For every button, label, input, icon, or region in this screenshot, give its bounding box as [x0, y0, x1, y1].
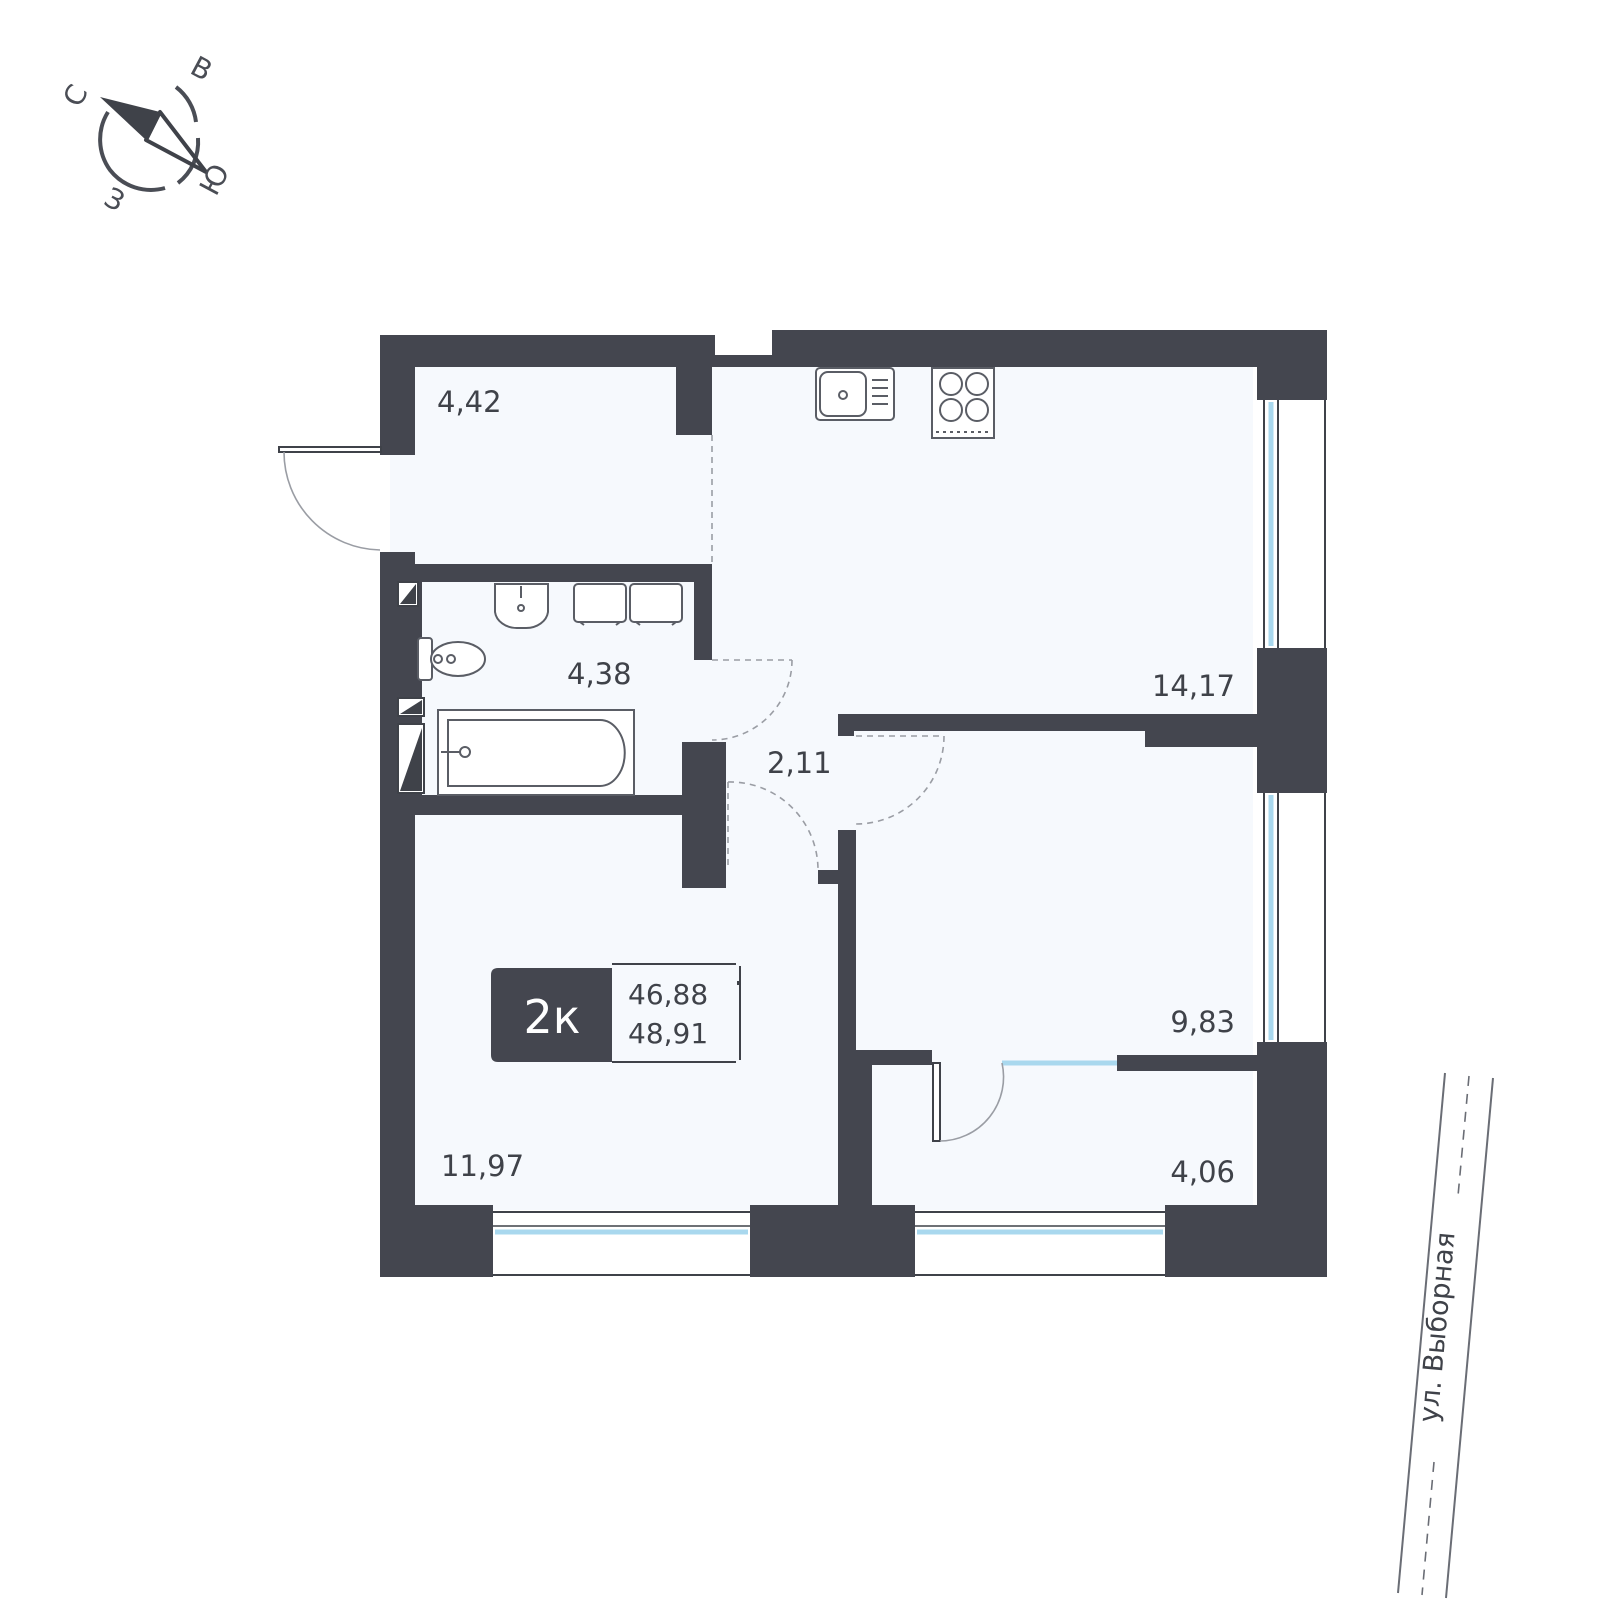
badge-total-area: 48,91: [628, 1017, 708, 1050]
bathroom-door-swing: [711, 659, 793, 741]
vent-icon: [400, 728, 422, 791]
stove-icon: [931, 367, 995, 439]
walls: [380, 330, 1327, 1277]
balcony-area-label: 4,06: [1170, 1155, 1235, 1189]
window-bottom-1: [493, 1210, 750, 1277]
compass-east-label: В: [185, 50, 217, 88]
bedroom-area-label: 9,83: [1170, 1005, 1235, 1039]
wall-bath-right-upper: [694, 564, 712, 660]
wall-left-top: [380, 335, 415, 455]
toilet-icon: [417, 637, 486, 681]
bathroom-area-label: 4,38: [567, 657, 632, 691]
wall-balcony-left: [856, 1050, 872, 1205]
washing-machine-icon: [573, 583, 627, 626]
compass-ring-right: [176, 137, 201, 185]
wall-bath-top: [380, 564, 712, 582]
wall-hall-stub: [676, 335, 712, 435]
living-room-door-swing: [727, 781, 819, 871]
street-edge-right: [1445, 1077, 1494, 1599]
bedroom-door-swing: [855, 735, 945, 825]
wall-top-left: [380, 335, 715, 367]
vent-icon: [400, 700, 422, 714]
wall-bedroom-top-thick: [1145, 714, 1258, 747]
entrance-door[interactable]: [278, 446, 382, 453]
wall-right-pier-1: [1257, 330, 1327, 400]
kitchen-sink-icon: [815, 367, 895, 421]
wall-bottom-pier-2: [750, 1205, 915, 1277]
wall-balcony-top-right: [1117, 1055, 1257, 1071]
corridor-area-label: 2,11: [767, 746, 832, 780]
wall-bedroom-nib: [818, 870, 856, 884]
kitchen-living-area-label: 14,17: [1152, 669, 1235, 703]
window-bottom-2: [915, 1210, 1165, 1277]
wall-bottom-pier-3: [1165, 1205, 1327, 1277]
street: ул. Выборная: [1397, 1072, 1494, 1599]
compass-needle-north-icon: [100, 97, 160, 140]
compass-west-label: З: [99, 181, 130, 219]
street-centerline-top: [1457, 1075, 1470, 1197]
wall-top-right: [772, 330, 1327, 367]
badge-living-area: 46,88: [628, 978, 708, 1011]
living-room-area-label: 11,97: [441, 1149, 524, 1183]
doors: [278, 435, 1005, 1142]
entrance-door-swing: [283, 451, 381, 551]
balcony-floor: [870, 1070, 1253, 1210]
dryer-icon: [629, 583, 683, 626]
apartment-badge: 2к 46,88 48,91: [491, 963, 741, 1063]
wall-bedroom-left: [838, 830, 856, 1205]
hallway-area-label: 4,42: [437, 385, 502, 419]
street-centerline-bottom: [1421, 1461, 1435, 1596]
compass-needle-south-icon: [144, 110, 208, 174]
balcony-door-swing: [939, 1062, 1005, 1142]
wall-top-mid: [715, 355, 772, 367]
bathtub-icon: [437, 709, 635, 796]
street-edge-left: [1397, 1072, 1446, 1594]
vent-icon: [400, 584, 416, 604]
wall-right-pier-2: [1257, 648, 1327, 793]
badge-room-type: 2к: [523, 990, 580, 1044]
washbasin-icon: [494, 583, 549, 630]
wall-balcony-top-left: [856, 1050, 932, 1065]
fixtures: [417, 367, 995, 796]
wall-bedroom-jamb: [838, 714, 854, 736]
compass-ring-top: [174, 85, 198, 123]
windows: [493, 400, 1327, 1277]
badge-type-box: [491, 968, 612, 1062]
wall-bottom-pier-1: [380, 1205, 493, 1277]
compass: С В Ю З: [56, 50, 236, 219]
compass-ring-left: [98, 110, 166, 192]
compass-north-label: С: [56, 79, 94, 112]
vent-shafts: [397, 581, 425, 794]
room-labels: 4,42 4,38 2,11 14,17 9,83 11,97 4,06: [437, 385, 1235, 1189]
street-name: ул. Выборная: [1413, 1231, 1461, 1424]
wall-bath-bottom: [415, 795, 705, 815]
balcony-door[interactable]: [932, 1062, 941, 1142]
